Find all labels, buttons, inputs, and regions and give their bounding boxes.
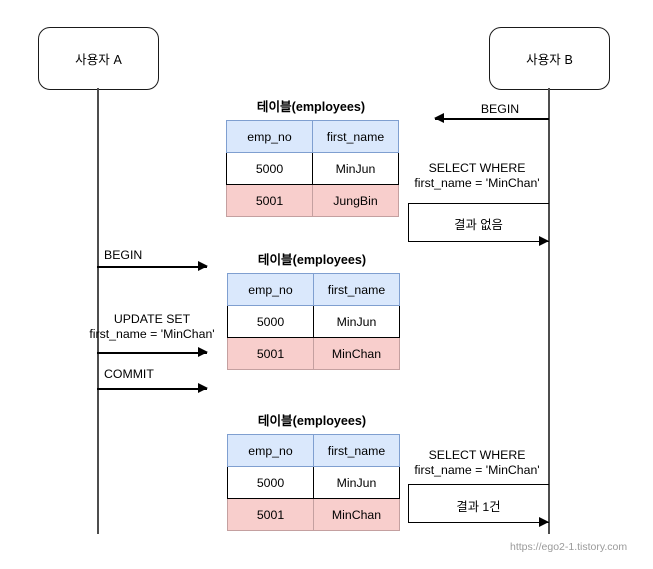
table-3-cell-0-emp-no: 5000 xyxy=(227,466,314,499)
self-call-block-b-select-1 xyxy=(408,203,549,242)
table-2-header-row: emp_no first_name xyxy=(227,273,400,306)
table-2-row-0: 5000 MinJun xyxy=(227,305,400,338)
self-call-block-b-select-2 xyxy=(408,484,549,523)
table-2-row-1: 5001 MinChan xyxy=(227,337,400,370)
table-2-col-first-name: first_name xyxy=(313,273,400,306)
table-3-cell-0-first-name: MinJun xyxy=(313,466,400,499)
message-label-b-begin: BEGIN xyxy=(480,102,520,116)
message-label-b-select-1-line2: first_name = 'MinChan' xyxy=(414,176,540,190)
table-1-title: 테이블(employees) xyxy=(256,100,366,114)
table-1-cell-1-emp-no: 5001 xyxy=(226,184,313,217)
table-2-cell-1-emp-no: 5001 xyxy=(227,337,314,370)
message-label-b-select-1-line1: SELECT WHERE xyxy=(428,161,526,175)
table-2-cell-0-first-name: MinJun xyxy=(313,305,400,338)
message-label-a-update-line2: first_name = 'MinChan' xyxy=(89,327,215,341)
table-3-cell-1-first-name: MinChan xyxy=(313,498,400,531)
table-1-header-row: emp_no first_name xyxy=(226,120,399,153)
lifeline-user-b xyxy=(548,88,550,534)
table-1-col-first-name: first_name xyxy=(312,120,399,153)
table-2-title: 테이블(employees) xyxy=(257,253,367,267)
table-3-col-emp-no: emp_no xyxy=(227,434,314,467)
watermark-source-url: https://ego2-1.tistory.com xyxy=(510,541,628,553)
message-label-a-update-line1: UPDATE SET xyxy=(113,312,191,326)
self-call-arrowhead-b-select-2 xyxy=(539,517,549,527)
table-2-cell-0-emp-no: 5000 xyxy=(227,305,314,338)
table-1: emp_no first_name 5000 MinJun 5001 JungB… xyxy=(226,120,399,217)
actor-label-user-b: 사용자 B xyxy=(526,53,573,67)
table-3: emp_no first_name 5000 MinJun 5001 MinCh… xyxy=(227,434,400,531)
table-3-cell-1-emp-no: 5001 xyxy=(227,498,314,531)
actor-label-user-a: 사용자 A xyxy=(75,53,122,67)
actor-box-user-b: 사용자 B xyxy=(489,27,610,90)
table-3-header-row: emp_no first_name xyxy=(227,434,400,467)
table-2-cell-1-first-name: MinChan xyxy=(313,337,400,370)
message-label-a-begin: BEGIN xyxy=(104,248,143,262)
table-3-row-0: 5000 MinJun xyxy=(227,466,400,499)
actor-box-user-a: 사용자 A xyxy=(38,27,159,90)
table-1-row-0: 5000 MinJun xyxy=(226,152,399,185)
table-1-row-1: 5001 JungBin xyxy=(226,184,399,217)
table-1-cell-0-emp-no: 5000 xyxy=(226,152,313,185)
message-label-b-select-2-line1: SELECT WHERE xyxy=(428,448,526,462)
table-1-cell-1-first-name: JungBin xyxy=(312,184,399,217)
table-1-col-emp-no: emp_no xyxy=(226,120,313,153)
table-3-col-first-name: first_name xyxy=(313,434,400,467)
message-label-a-commit: COMMIT xyxy=(104,367,154,381)
table-3-title: 테이블(employees) xyxy=(257,414,367,428)
message-label-b-result-1: 결과 없음 xyxy=(454,218,503,232)
self-call-arrowhead-b-select-1 xyxy=(539,236,549,246)
lifeline-user-a xyxy=(97,88,99,534)
table-2: emp_no first_name 5000 MinJun 5001 MinCh… xyxy=(227,273,400,370)
table-1-cell-0-first-name: MinJun xyxy=(312,152,399,185)
table-3-row-1: 5001 MinChan xyxy=(227,498,400,531)
message-label-b-result-2: 결과 1건 xyxy=(456,500,501,514)
table-2-col-emp-no: emp_no xyxy=(227,273,314,306)
message-label-b-select-2-line2: first_name = 'MinChan' xyxy=(414,463,540,477)
